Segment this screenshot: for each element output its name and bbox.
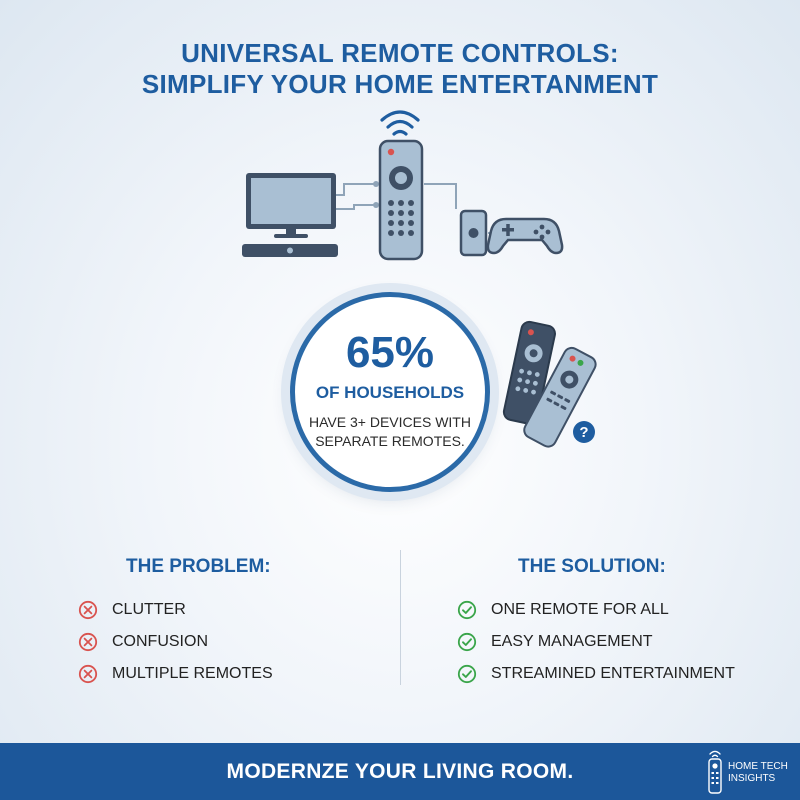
svg-text:?: ? (579, 424, 588, 441)
statistic-circle: 65% OF HOUSEHOLDS HAVE 3+ DEVICES WITH S… (290, 292, 490, 492)
soundbar-icon (242, 244, 338, 257)
solution-item: ONE REMOTE FOR ALL (457, 594, 735, 626)
problem-item: CONFUSION (78, 626, 273, 658)
x-circle-icon (78, 632, 98, 652)
smartphone-icon (459, 209, 488, 257)
x-circle-icon (78, 600, 98, 620)
solution-item-label: EASY MANAGEMENT (491, 633, 653, 650)
footer-cta: MODERNZE YOUR LIVING ROOM. (226, 760, 574, 783)
light-remote-icon (523, 346, 597, 448)
brand-logo: HOME TECH INSIGHTS (706, 747, 794, 797)
problem-title: THE PROBLEM: (126, 556, 271, 577)
solution-item-label: STREAMINED ENTERTAINMENT (491, 665, 735, 682)
wifi-icon (380, 110, 420, 136)
gamepad-icon (486, 217, 564, 255)
footer-banner: MODERNZE YOUR LIVING ROOM. HOME TECH INS… (0, 743, 800, 800)
solution-item: EASY MANAGEMENT (457, 626, 735, 658)
solution-title: THE SOLUTION: (518, 556, 666, 577)
solution-item: STREAMINED ENTERTAINMENT (457, 658, 735, 690)
check-circle-icon (457, 632, 477, 652)
tv-icon (246, 173, 336, 238)
title-line-2: SIMPLIFY YOUR HOME ENTERTANMENT (141, 69, 659, 99)
statistic-section: 65% OF HOUSEHOLDS HAVE 3+ DEVICES WITH S… (285, 290, 605, 505)
statistic-label: OF HOUSEHOLDS (315, 383, 465, 402)
statistic-value: 65% (345, 328, 435, 377)
remote-logo-icon (708, 750, 722, 794)
check-circle-icon (457, 600, 477, 620)
solution-item-label: ONE REMOTE FOR ALL (491, 601, 669, 618)
problem-item: CLUTTER (78, 594, 273, 626)
problem-list: CLUTTER CONFUSION MULTIPLE REMOTES (78, 594, 273, 690)
statistic-description-line-1: HAVE 3+ DEVICES WITH (309, 414, 471, 430)
devices-illustration (242, 110, 564, 261)
column-divider (400, 550, 401, 685)
universal-remote-icon (378, 139, 424, 261)
solution-list: ONE REMOTE FOR ALL EASY MANAGEMENT STREA… (457, 594, 735, 690)
multiple-remotes-illustration: ? (502, 320, 597, 448)
brand-name-line-1: HOME TECH (728, 761, 788, 772)
dark-remote-icon (502, 320, 556, 425)
page-title: UNIVERSAL REMOTE CONTROLS: SIMPLIFY YOUR… (0, 38, 800, 100)
brand-name: HOME TECH INSIGHTS (728, 761, 788, 785)
statistic-description: HAVE 3+ DEVICES WITH SEPARATE REMOTES. (295, 413, 485, 451)
problem-item-label: MULTIPLE REMOTES (112, 665, 273, 682)
problem-item: MULTIPLE REMOTES (78, 658, 273, 690)
question-mark-icon: ? (573, 421, 595, 443)
check-circle-icon (457, 664, 477, 684)
problem-item-label: CLUTTER (112, 601, 186, 618)
connection-lines (336, 183, 496, 234)
statistic-description-line-2: SEPARATE REMOTES. (315, 433, 465, 449)
title-line-1: UNIVERSAL REMOTE CONTROLS: (181, 38, 619, 68)
x-circle-icon (78, 664, 98, 684)
brand-name-line-2: INSIGHTS (728, 773, 776, 784)
problem-item-label: CONFUSION (112, 633, 208, 650)
